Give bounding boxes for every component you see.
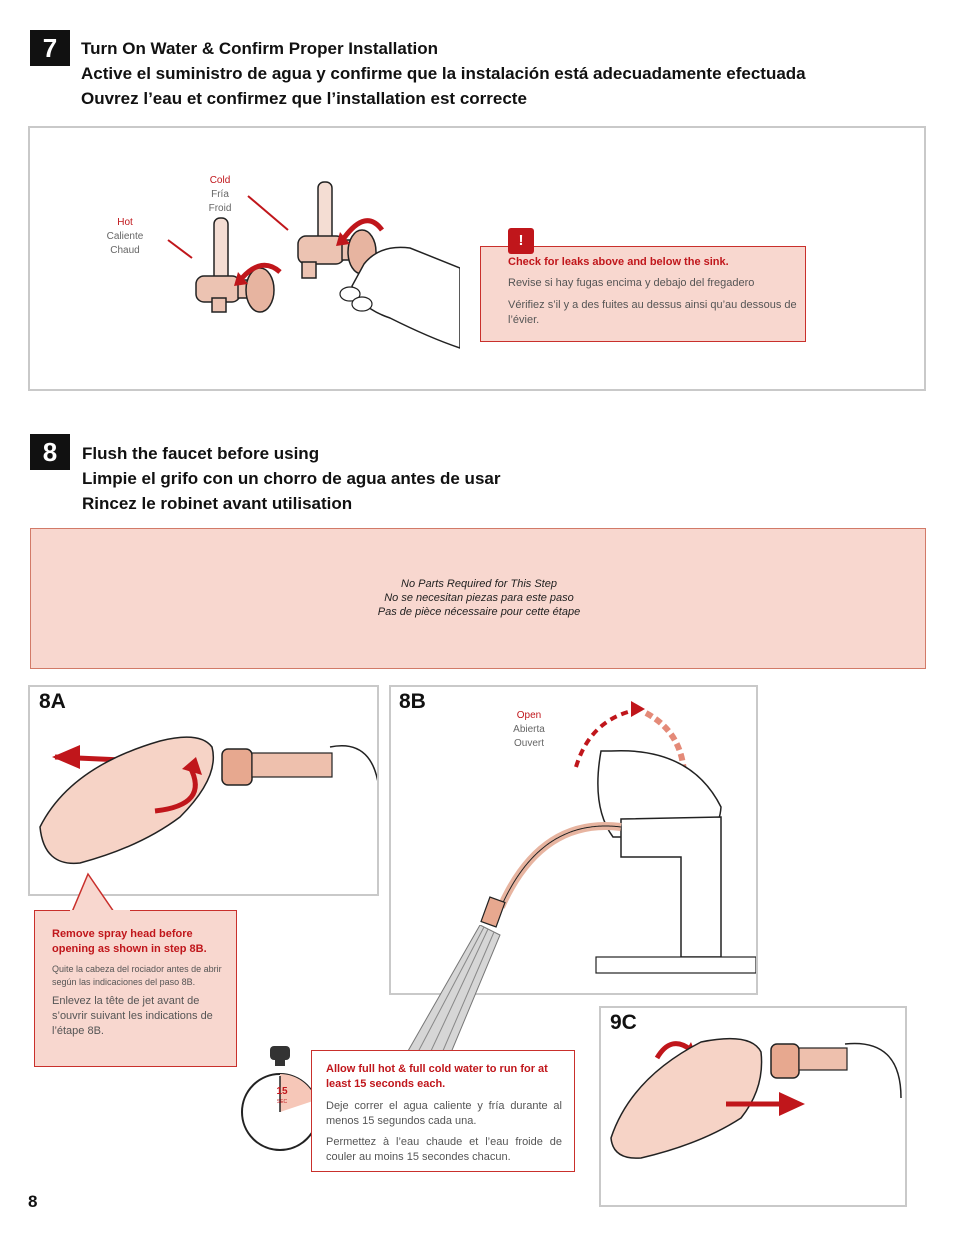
hot-label-en: Hot (117, 217, 133, 228)
faucet-body-icon (620, 816, 722, 958)
run-note-text: Allow full hot & full cold water to run … (326, 1062, 562, 1165)
step-7-number: 7 (30, 30, 70, 66)
remove-spray-head-note: Remove spray head before opening as show… (34, 910, 237, 1067)
panel-8b: 8B Open Abierta Ouvert (389, 685, 758, 995)
panel-8a-label: 8A (39, 690, 66, 713)
warning-icon: ! (508, 228, 534, 254)
step-7-title-fr: Ouvrez l’eau et confirmez que l’installa… (81, 89, 527, 108)
panel-9c-label: 9C (610, 1011, 637, 1034)
timer-unit: SEC (276, 1099, 288, 1105)
step-7-titles: Turn On Water & Confirm Proper Installat… (81, 36, 806, 111)
spray-head-icon (610, 1037, 763, 1159)
spray-head-removal-illustration (39, 736, 377, 865)
leak-warning-en: Check for leaks above and below the sink… (508, 256, 729, 268)
remove-note-text: Remove spray head before opening as show… (52, 927, 224, 1039)
step-8-titles: Flush the faucet before using Limpie el … (82, 441, 500, 516)
remove-note-fr: Enlevez la tête de jet avant de s’ouvrir… (52, 995, 213, 1037)
panel-8a: 8A (28, 685, 379, 896)
step-8-number: 8 (30, 434, 70, 470)
run-note-es: Deje correr el agua caliente y fría dura… (326, 1100, 562, 1127)
remove-note-en: Remove spray head before opening as show… (52, 928, 207, 955)
parts-fr: Pas de pièce nécessaire pour cette étape (377, 606, 581, 618)
stopwatch-icon (241, 1046, 319, 1151)
hot-label: Hot Caliente Chaud (90, 216, 160, 258)
water-spray-illustration (407, 925, 501, 1055)
run-note-en: Allow full hot & full cold water to run … (326, 1063, 548, 1090)
leak-warning-text: Check for leaks above and below the sink… (508, 255, 798, 328)
step-8-title-en: Flush the faucet before using (82, 444, 320, 463)
cold-label-en: Cold (209, 175, 231, 186)
timer-readout: 15 SEC (271, 1087, 293, 1107)
parts-es: No se necesitan piezas para este paso (384, 592, 574, 604)
cold-label-es: Fría (211, 189, 229, 200)
cold-label-fr: Froid (208, 203, 232, 214)
open-label-es: Abierta (513, 724, 545, 735)
parts-en: No Parts Required for This Step (401, 578, 557, 590)
step-7-title-es: Active el suministro de agua y confirme … (81, 64, 806, 83)
leak-warning-box: Check for leaks above and below the sink… (480, 246, 806, 342)
step-8-title-es: Limpie el grifo con un chorro de agua an… (82, 469, 501, 488)
run-note-fr: Permettez à l’eau chaude et l’eau froide… (326, 1136, 562, 1163)
leak-warning-es: Revise si hay fugas encima y debajo del … (508, 277, 755, 289)
run-water-note: Allow full hot & full cold water to run … (311, 1050, 575, 1172)
faucet-open-illustration (480, 701, 756, 974)
spray-head-icon (39, 736, 215, 865)
remove-note-es: Quite la cabeza del rociador antes de ab… (52, 964, 222, 987)
hot-label-es: Caliente (106, 231, 144, 242)
hot-label-fr: Chaud (110, 245, 140, 256)
step-8-title-fr: Rincez le robinet avant utilisation (82, 494, 353, 513)
parts-text: No Parts Required for This Step No se ne… (31, 577, 927, 619)
open-label-en: Open (516, 710, 542, 721)
remove-note-pointer (70, 872, 130, 912)
panel-8b-label: 8B (399, 690, 426, 713)
open-label: Open Abierta Ouvert (495, 709, 563, 751)
spray-head-reattach-illustration (610, 1037, 902, 1159)
step-7-panel: Hot Caliente Chaud Cold Fría Froid (28, 126, 926, 391)
timer-value: 15 (276, 1086, 288, 1097)
step-7-title-en: Turn On Water & Confirm Proper Installat… (81, 39, 439, 58)
panel-9c: 9C (599, 1006, 907, 1207)
leak-warning-fr: Vérifiez s’il y a des fuites au dessus a… (508, 299, 797, 326)
shutoff-valves-illustration (167, 181, 460, 349)
cold-label: Cold Fría Froid (185, 174, 255, 216)
parts-box: No Parts Required for This Step No se ne… (30, 528, 926, 669)
page-number: 8 (28, 1192, 38, 1211)
hand-icon (351, 246, 460, 349)
open-label-fr: Ouvert (513, 738, 544, 749)
